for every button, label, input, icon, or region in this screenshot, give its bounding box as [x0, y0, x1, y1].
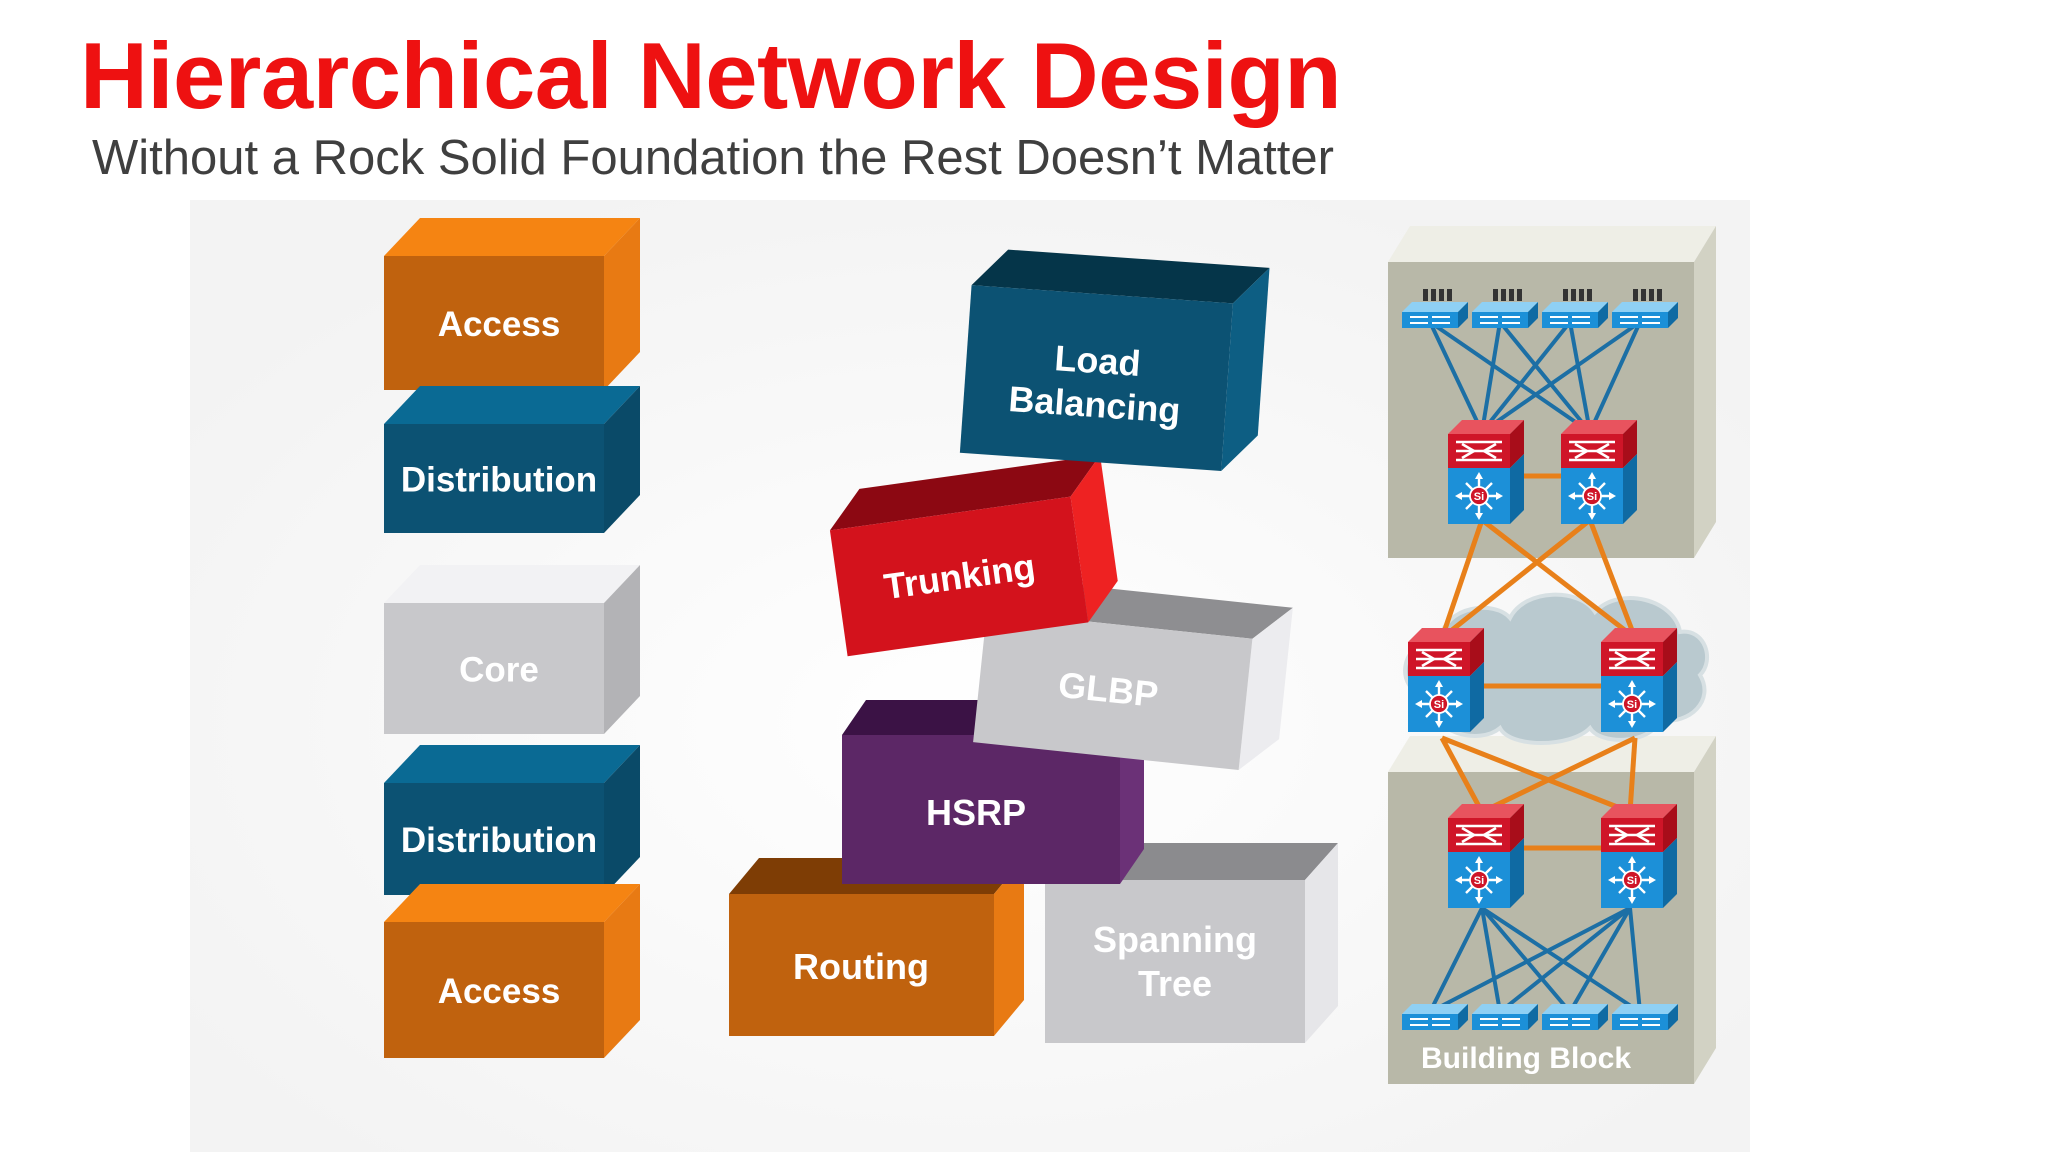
- stack-label: Access: [438, 972, 561, 1011]
- distribution-switch-icon: [1448, 804, 1524, 908]
- protocol-block-trunking: Trunking: [829, 455, 1118, 657]
- distribution-switch-icon: [1448, 420, 1524, 524]
- stack-block-distribution: Distribution: [384, 745, 640, 895]
- l2-switch-icon: [1402, 1004, 1468, 1030]
- stack-label: Distribution: [401, 821, 597, 860]
- protocol-block-load-balancing: Load Balancing: [959, 249, 1270, 472]
- page-subtitle: Without a Rock Solid Foundation the Rest…: [92, 131, 1334, 185]
- routing-label: Routing: [793, 946, 929, 987]
- core-distribution-links: [1439, 473, 1638, 851]
- tree-label: Tree: [1138, 963, 1212, 1004]
- access-uplinks-top: [1428, 320, 1642, 434]
- distribution-switch-icon: [1561, 420, 1637, 524]
- access-switches-top: [1402, 289, 1678, 328]
- protocol-block-glbp: GLBP: [973, 579, 1293, 771]
- building-block-label: Building Block: [1421, 1042, 1631, 1075]
- load-label: Load: [1053, 337, 1142, 384]
- stack-block-core: Core: [384, 565, 640, 734]
- stack-label: Distribution: [401, 461, 597, 500]
- stack-block-distribution: Distribution: [384, 386, 640, 533]
- stack-label: Core: [459, 651, 539, 690]
- network-topology: Building Block: [1388, 226, 1716, 1084]
- l2-switch-icon: [1472, 289, 1538, 328]
- building-block-top: [1388, 226, 1716, 558]
- stack-block-access: Access: [384, 218, 640, 390]
- spanning-label: Spanning: [1093, 919, 1257, 960]
- hsrp-label: HSRP: [926, 792, 1026, 833]
- distribution-switch-icon: [1601, 804, 1677, 908]
- l2-switch-icon: [1472, 1004, 1538, 1030]
- l2-switch-icon: [1612, 289, 1678, 328]
- core-switch-icon: [1601, 628, 1677, 732]
- core-switch-icon: [1408, 628, 1484, 732]
- building-block-bottom: Building Block: [1388, 736, 1716, 1084]
- l2-switch-icon: [1402, 289, 1468, 328]
- l2-switch-icon: [1612, 1004, 1678, 1030]
- l2-switch-icon: [1542, 1004, 1608, 1030]
- page-title: Hierarchical Network Design: [80, 23, 1342, 128]
- l2-switch-icon: [1542, 289, 1608, 328]
- access-uplinks-bottom: [1428, 906, 1642, 1014]
- stack-label: Access: [438, 305, 561, 344]
- protocol-block-spanning-tree: Spanning Tree: [1045, 843, 1338, 1043]
- stack-block-access: Access: [384, 884, 640, 1058]
- protocol-block-routing: Routing: [729, 858, 1024, 1036]
- protocol-block-hsrp: HSRP: [842, 700, 1144, 884]
